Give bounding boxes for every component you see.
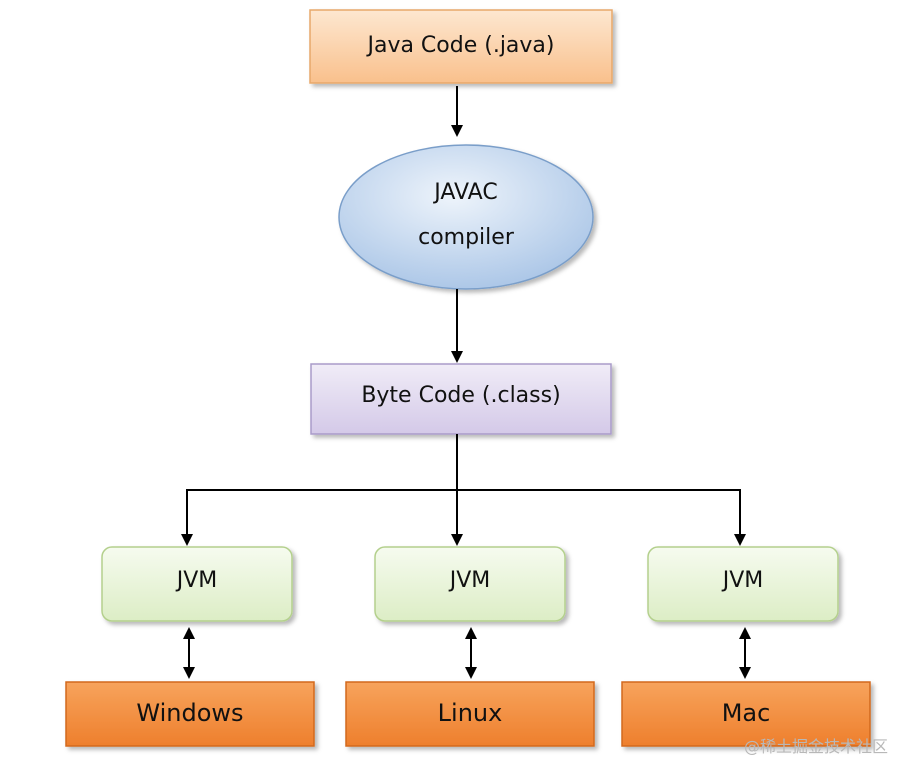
os-mac-label: Mac xyxy=(722,699,771,727)
os-windows-label: Windows xyxy=(136,699,243,727)
javac-compiler-node: JAVAC compiler xyxy=(338,144,594,290)
java-source-label: Java Code (.java) xyxy=(365,33,554,58)
os-linux-label: Linux xyxy=(438,699,503,727)
os-windows-node: Windows xyxy=(65,681,315,747)
os-mac-node: Mac xyxy=(621,681,871,747)
jvm-windows-node: JVM xyxy=(101,546,293,622)
branch-connectors xyxy=(181,434,746,546)
java-source-node: Java Code (.java) xyxy=(309,9,613,84)
jvm-linux-label: JVM xyxy=(448,568,491,593)
javac-label: JAVAC xyxy=(432,180,497,205)
watermark: @稀土掘金技术社区 xyxy=(743,737,888,756)
bytecode-label: Byte Code (.class) xyxy=(361,383,560,408)
jvm-windows-label: JVM xyxy=(175,568,218,593)
compiler-label: compiler xyxy=(418,225,515,250)
jvm-linux-node: JVM xyxy=(374,546,566,622)
jvm-mac-label: JVM xyxy=(721,568,764,593)
os-linux-node: Linux xyxy=(345,681,595,747)
jvm-mac-node: JVM xyxy=(647,546,839,622)
bytecode-node: Byte Code (.class) xyxy=(310,363,612,435)
